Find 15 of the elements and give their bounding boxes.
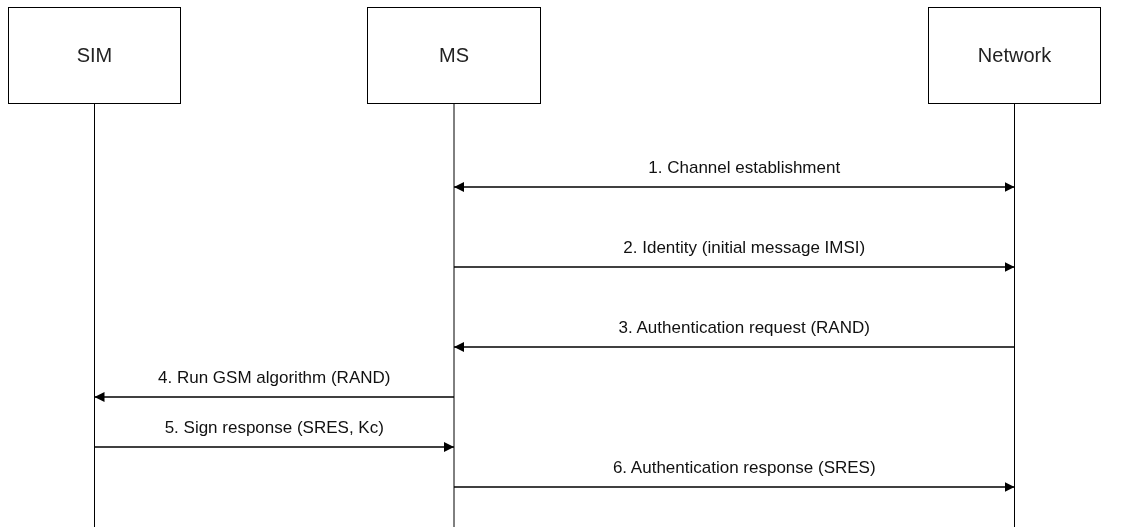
message-arrow [453, 182, 1016, 192]
edge-label: 2. Identity (initial message IMSI) [623, 238, 866, 258]
edge-label: 3. Authentication request (RAND) [618, 318, 870, 338]
message-arrow [453, 342, 1016, 352]
message-arrow [453, 262, 1016, 272]
message-arrow [93, 442, 455, 452]
edge-label: 5. Sign response (SRES, Kc) [164, 418, 384, 438]
edge-label: 4. Run GSM algorithm (RAND) [158, 368, 391, 388]
participant-box: SIM [8, 7, 181, 104]
participant-box: Network [928, 7, 1101, 104]
participant-box: MS [367, 7, 541, 104]
edge-label: 1. Channel establishment [648, 158, 841, 178]
message-arrow [93, 392, 455, 402]
edge-label: 6. Authentication response (SRES) [612, 458, 876, 478]
message-arrow [453, 482, 1016, 492]
